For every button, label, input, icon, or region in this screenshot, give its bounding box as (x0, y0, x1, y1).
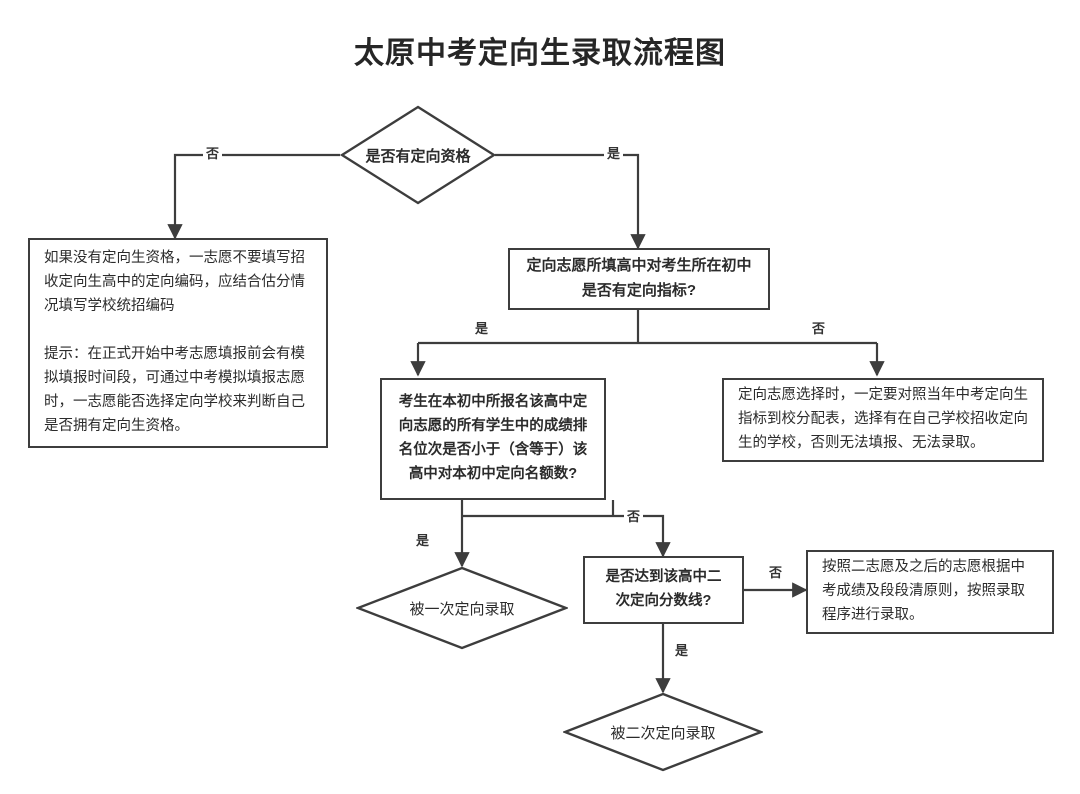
edge-label-second-line-no: 否 (766, 566, 786, 579)
box-text: 定向志愿选择时，一定要对照当年中考定向生指标到校分配表，选择有在自己学校招收定向… (738, 387, 1028, 451)
box-text: 按照二志愿及之后的志愿根据中考成绩及段段清原则，按照录取程序进行录取。 (822, 559, 1025, 623)
box-second-score-line-question[interactable]: 是否达到该高中二次定向分数线? (583, 556, 744, 624)
edge-label-has-index-no: 否 (809, 322, 829, 335)
box-has-directed-index-question[interactable]: 定向志愿所填高中对考生所在初中是否有定向指标? (508, 248, 770, 310)
outcome-label: 被二次定向录取 (610, 724, 716, 742)
box-second-volunteer-advice: 按照二志愿及之后的志愿根据中考成绩及段段清原则，按照录取程序进行录取。 (806, 550, 1054, 634)
box-text: 如果没有定向生资格，一志愿不要填写招收定向生高中的定向编码，应结合估分情况填写学… (44, 250, 305, 434)
box-text: 考生在本初中所报名该高中定向志愿的所有学生中的成绩排名位次是否小于（含等于）该高… (398, 394, 588, 482)
outcome-label: 被一次定向录取 (409, 600, 515, 618)
box-no-qualification-advice: 如果没有定向生资格，一志愿不要填写招收定向生高中的定向编码，应结合估分情况填写学… (28, 238, 328, 448)
box-no-index-advice: 定向志愿选择时，一定要对照当年中考定向生指标到校分配表，选择有在自己学校招收定向… (722, 378, 1044, 462)
diamond-shape (340, 105, 496, 205)
edge-label-rank-yes: 是 (413, 534, 433, 547)
edge-label-qualify-no: 否 (203, 147, 223, 160)
decision-label: 是否有定向资格 (365, 147, 471, 165)
diamond-shape (356, 566, 568, 650)
outcome-second-directed-admission: 被二次定向录取 (563, 692, 763, 772)
box-text: 是否达到该高中二次定向分数线? (605, 569, 722, 609)
edge-label-second-line-yes: 是 (672, 644, 692, 657)
box-text: 定向志愿所填高中对考生所在初中是否有定向指标? (526, 257, 752, 299)
edge-label-rank-no: 否 (624, 510, 644, 523)
page-title: 太原中考定向生录取流程图 (354, 37, 726, 70)
outcome-first-directed-admission: 被一次定向录取 (356, 566, 568, 650)
edge-label-has-index-yes: 是 (472, 322, 492, 335)
edge-label-qualify-yes: 是 (604, 147, 624, 160)
box-rank-question[interactable]: 考生在本初中所报名该高中定向志愿的所有学生中的成绩排名位次是否小于（含等于）该高… (380, 378, 606, 500)
diamond-shape (563, 692, 763, 772)
decision-has-directed-qualification[interactable]: 是否有定向资格 (340, 105, 496, 205)
